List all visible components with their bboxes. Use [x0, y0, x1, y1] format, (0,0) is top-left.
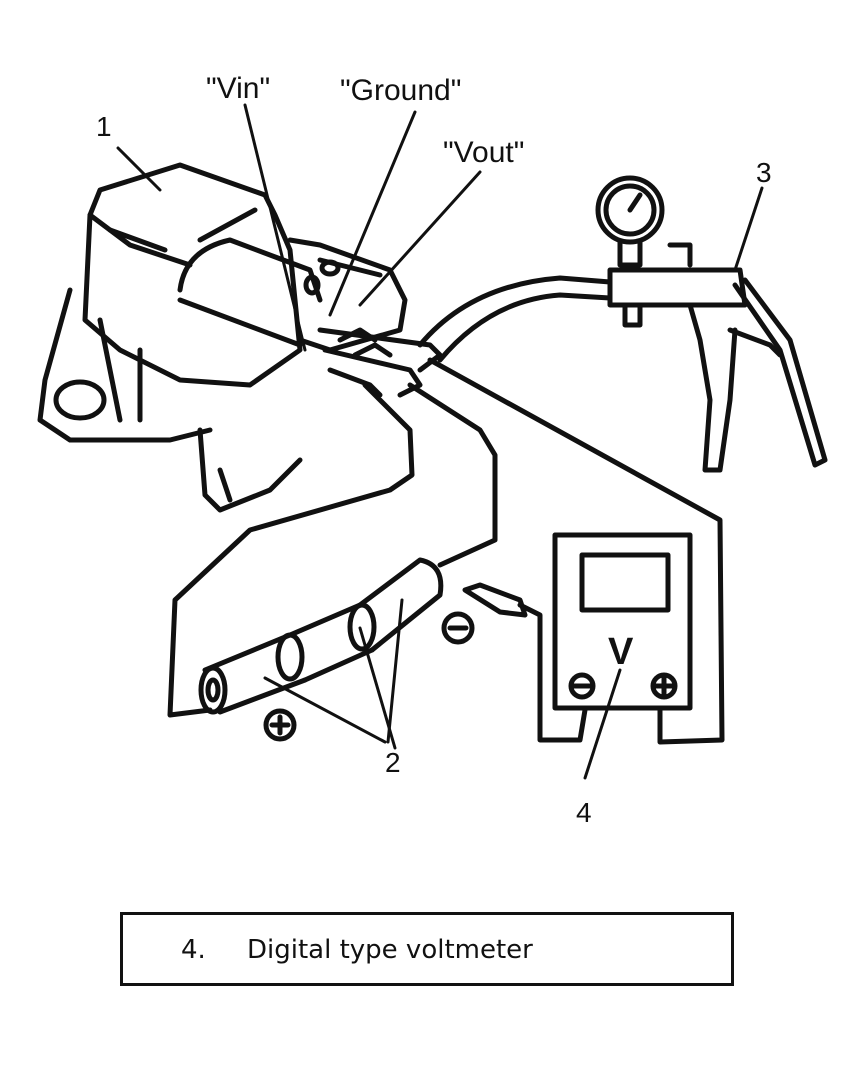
vacuum-hose: [417, 275, 613, 363]
sensor-test-diagram: "Vin" "Ground" "Vout" 1 3 2 4 V ⊖ ⊕: [37, 72, 828, 828]
battery-polarity-marks: [263, 611, 475, 742]
leader-lines: [116, 103, 764, 780]
caption-text: Digital type voltmeter: [247, 935, 533, 965]
sensor-body: [37, 162, 323, 513]
ground-label: "Ground": [340, 74, 461, 107]
callout-2: 2: [385, 747, 401, 778]
batteries: [198, 557, 444, 715]
callout-1: 1: [96, 111, 112, 142]
vacuum-pump: [595, 175, 828, 473]
voltmeter-symbol: V: [608, 631, 634, 673]
vout-label: "Vout": [443, 136, 524, 169]
vin-label: "Vin": [206, 72, 270, 105]
callout-4: 4: [576, 797, 592, 828]
caption-box: 4. Digital type voltmeter: [120, 912, 734, 986]
wiring: [167, 357, 725, 745]
callout-3: 3: [756, 157, 772, 188]
caption-number: 4.: [181, 935, 206, 965]
voltmeter: [552, 532, 693, 711]
